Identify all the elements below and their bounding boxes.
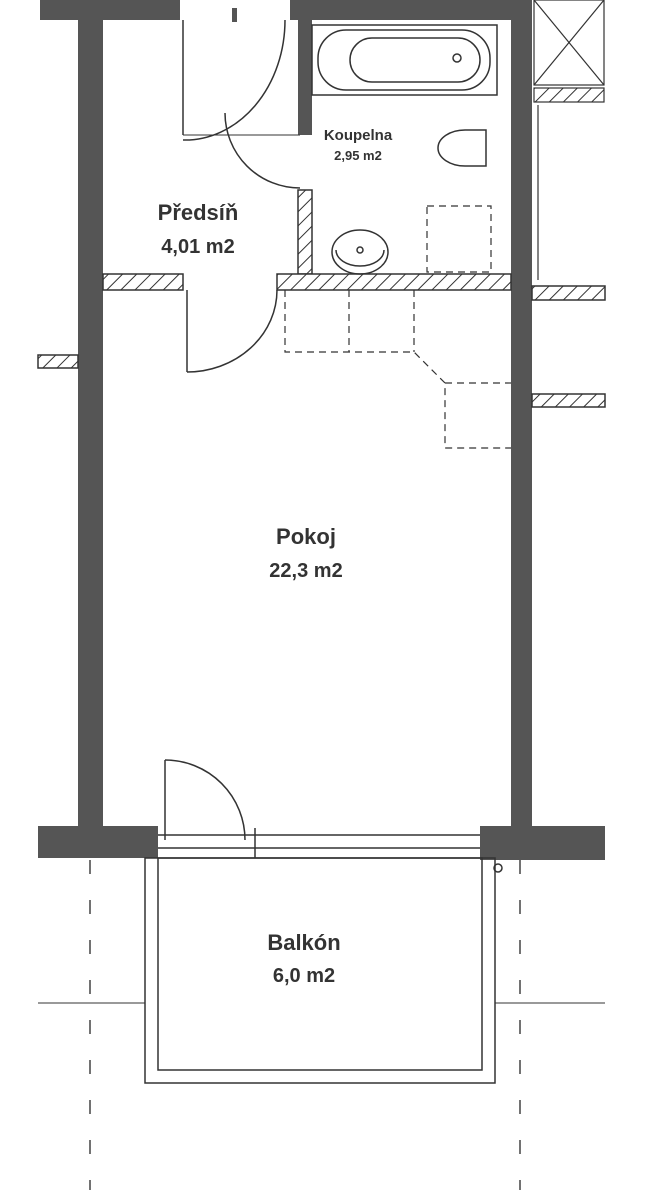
room-area-pokoj: 22,3 m2 xyxy=(269,560,343,582)
room-area-koupelna: 2,95 m2 xyxy=(334,148,382,163)
toilet xyxy=(437,129,487,167)
room-name-predsin: Předsíň xyxy=(157,200,239,225)
right-neighbor-shaft xyxy=(533,0,605,280)
walls xyxy=(38,0,605,860)
doors xyxy=(158,19,480,858)
room-area-predsin: 4,01 m2 xyxy=(161,236,235,258)
room-area-balkon: 6,0 m2 xyxy=(272,965,336,987)
sink xyxy=(331,229,389,275)
room-name-balkon: Balkón xyxy=(267,930,341,955)
dashed-fixtures xyxy=(284,205,511,449)
dimension-ticks xyxy=(89,860,521,1190)
room-name-pokoj: Pokoj xyxy=(276,524,336,549)
partition-walls xyxy=(37,189,606,408)
room-name-koupelna: Koupelna xyxy=(323,127,393,144)
bathtub xyxy=(311,24,498,96)
balcony-outline xyxy=(38,857,605,1084)
